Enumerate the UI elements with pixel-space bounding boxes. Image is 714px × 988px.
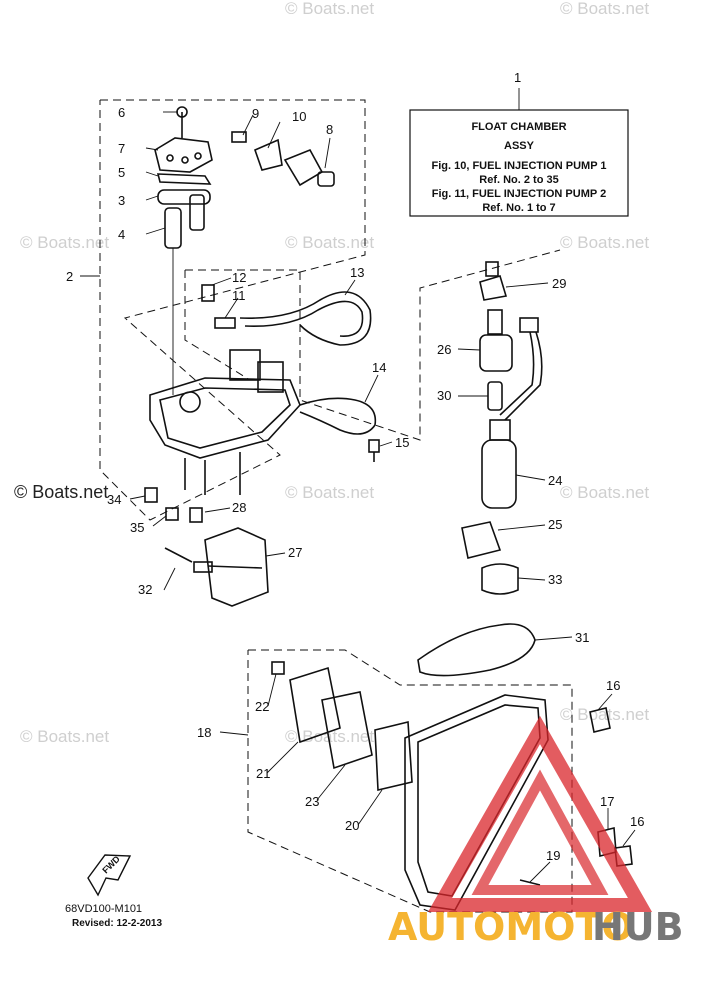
callout-29: 29 [552, 276, 566, 291]
title-line-1: FLOAT CHAMBER [471, 121, 566, 133]
callout-12: 12 [232, 270, 246, 285]
watermark-text: © Boats.net [560, 483, 649, 502]
hose-13 [239, 291, 372, 346]
revised-date: Revised: 12-2-2013 [72, 918, 162, 929]
watermark-text: © Boats.net [20, 727, 109, 746]
callout-32: 32 [138, 582, 152, 597]
title-line-5: Fig. 11, FUEL INJECTION PUMP 2 [432, 188, 606, 200]
callout-35: 35 [130, 520, 144, 535]
diagram-code: 68VD100-M101 [65, 903, 142, 915]
watermark-text: © Boats.net [20, 233, 109, 252]
title-line-2: ASSY [504, 140, 535, 152]
leader-lines [80, 111, 636, 883]
title-line-6: Ref. No. 1 to 7 [482, 202, 555, 214]
callout-16: 16 [630, 814, 644, 829]
callout-10: 10 [292, 109, 306, 124]
callout-3: 3 [118, 193, 125, 208]
title-box: FLOAT CHAMBER ASSY Fig. 10, FUEL INJECTI… [409, 88, 629, 217]
callout-33: 33 [548, 572, 562, 587]
callout-24: 24 [548, 473, 562, 488]
watermarks: © Boats.net © Boats.net © Boats.net © Bo… [20, 0, 649, 746]
callout-4: 4 [118, 227, 125, 242]
watermark-text: © Boats.net [560, 0, 649, 18]
callout-22: 22 [255, 699, 269, 714]
callout-19: 19 [546, 848, 560, 863]
callout-16: 16 [606, 678, 620, 693]
hose-14 [299, 397, 377, 435]
callout-15: 15 [395, 435, 409, 450]
callout-21: 21 [256, 766, 270, 781]
watermark-text: © Boats.net [560, 233, 649, 252]
callout-18: 18 [197, 725, 211, 740]
connector-assembly [231, 131, 335, 187]
watermark-text: © Boats.net [285, 0, 374, 18]
watermark-text: © Boats.net [285, 233, 374, 252]
callout-7: 7 [118, 141, 125, 156]
fuel-pump-column [417, 261, 543, 677]
watermark-text: © Boats.net [285, 727, 374, 746]
callout-5: 5 [118, 165, 125, 180]
callout-1: 1 [514, 70, 521, 85]
callout-25: 25 [548, 517, 562, 532]
callout-26: 26 [437, 342, 451, 357]
fwd-arrow: FWD [87, 853, 132, 897]
callout-27: 27 [288, 545, 302, 560]
callout-numbers: 1 2 3 4 5 6 7 8 9 10 11 12 13 14 15 16 1… [66, 70, 644, 863]
pump-body [149, 284, 301, 495]
callout-11: 11 [232, 288, 246, 303]
brand-automoto: AUTOMOTO [388, 905, 634, 949]
callout-9: 9 [252, 106, 259, 121]
watermark-main: © Boats.net [14, 482, 108, 502]
title-line-3: Fig. 10, FUEL INJECTION PUMP 1 [431, 160, 606, 172]
title-line-4: Ref. No. 2 to 35 [479, 174, 558, 186]
callout-13: 13 [350, 265, 364, 280]
automotohub-logo: AUTOMOTO HUB [388, 715, 684, 949]
callout-6: 6 [118, 105, 125, 120]
watermark-text: © Boats.net [285, 483, 374, 502]
callout-14: 14 [372, 360, 386, 375]
callout-34: 34 [107, 492, 121, 507]
callout-17: 17 [600, 794, 614, 809]
callout-30: 30 [437, 388, 451, 403]
callout-23: 23 [305, 794, 319, 809]
pump-housing-27 [164, 527, 269, 607]
float-chamber [271, 661, 633, 911]
small-fasteners [144, 439, 380, 523]
callout-31: 31 [575, 630, 589, 645]
callout-28: 28 [232, 500, 246, 515]
callout-20: 20 [345, 818, 359, 833]
watermark-text: © Boats.net [560, 705, 649, 724]
brand-hub: HUB [592, 905, 684, 949]
callout-2: 2 [66, 269, 73, 284]
callout-8: 8 [326, 122, 333, 137]
